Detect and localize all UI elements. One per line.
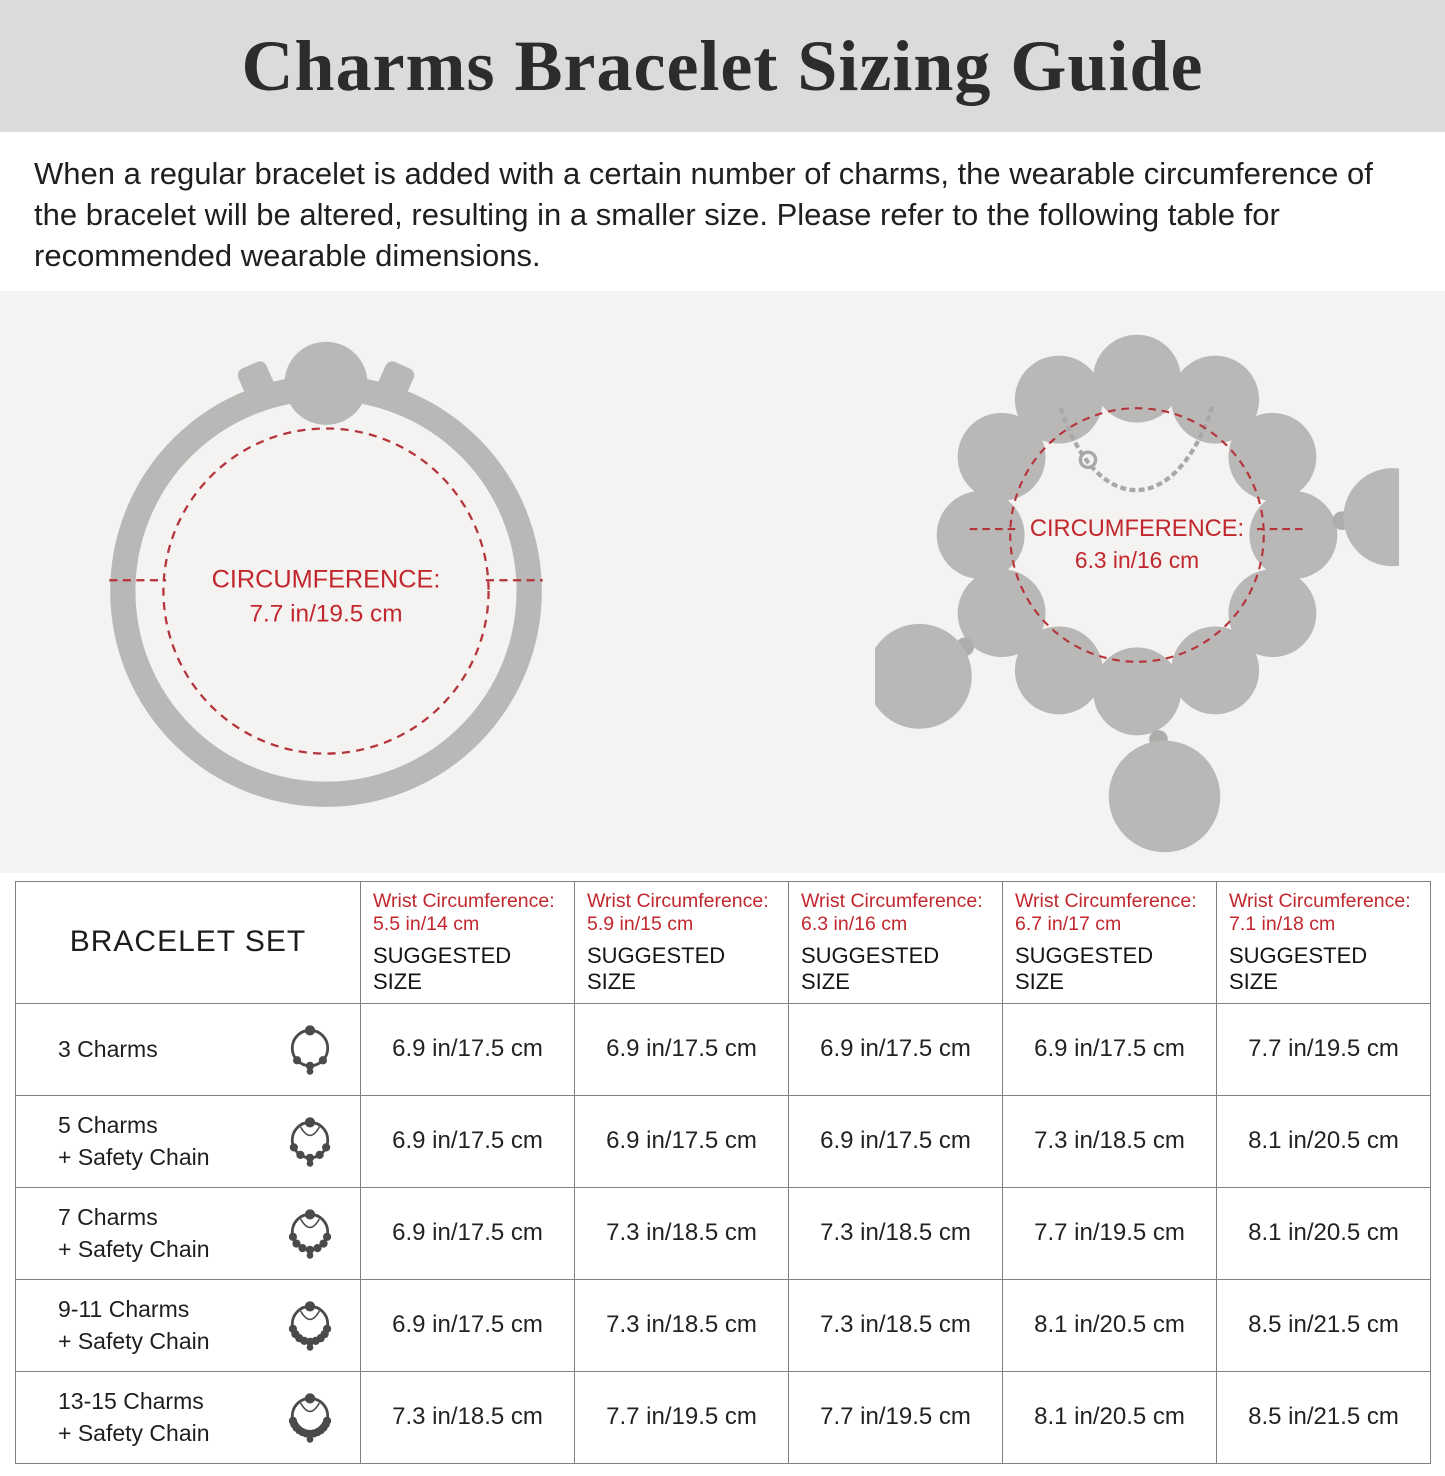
suggested-size-cell: 7.3 in/18.5 cm bbox=[788, 1186, 1003, 1280]
suggested-size-cell: 7.3 in/18.5 cm bbox=[360, 1370, 575, 1464]
suggested-size-cell: 8.1 in/20.5 cm bbox=[1002, 1370, 1217, 1464]
safety-chain bbox=[1058, 403, 1216, 493]
bracelet-icon bbox=[288, 1209, 332, 1259]
suggested-size-label: SUGGESTED SIZE bbox=[587, 942, 726, 994]
wrist-column-header: Wrist Circumference:7.1 in/18 cm SUGGESTE… bbox=[1216, 880, 1431, 1004]
charm-bracelet-svg: CIRCUMFERENCE: 6.3 in/16 cm bbox=[875, 334, 1399, 853]
suggested-size-cell: 8.5 in/21.5 cm bbox=[1216, 1370, 1431, 1464]
suggested-size-cell: 6.9 in/17.5 cm bbox=[788, 1002, 1003, 1096]
plain-circumference-label: CIRCUMFERENCE: bbox=[212, 565, 441, 593]
bracelet-set-cell: 3 Charms bbox=[15, 1002, 361, 1096]
bracelet-set-cell: 7 Charms + Safety Chain bbox=[15, 1186, 361, 1280]
suggested-size-cell: 6.9 in/17.5 cm bbox=[360, 1278, 575, 1372]
bracelet-set-cell: 13-15 Charms + Safety Chain bbox=[15, 1370, 361, 1464]
plain-circumference-value: 7.7 in/19.5 cm bbox=[249, 600, 402, 627]
charms-circumference-value: 6.3 in/16 cm bbox=[1075, 547, 1199, 573]
page-title: Charms Bracelet Sizing Guide bbox=[241, 25, 1204, 106]
suggested-size-cell: 7.7 in/19.5 cm bbox=[574, 1370, 789, 1464]
charms-count: 7 Charms bbox=[58, 1204, 158, 1231]
wrist-circumference-value: 7.1 in/18 cm bbox=[1229, 912, 1336, 935]
safety-chain-clasp bbox=[1078, 450, 1098, 470]
bracelet-icon bbox=[289, 1117, 331, 1167]
suggested-size-cell: 6.9 in/17.5 cm bbox=[574, 1002, 789, 1096]
plain-bracelet-svg: CIRCUMFERENCE: 7.7 in/19.5 cm bbox=[109, 341, 543, 807]
suggested-size-cell: 7.3 in/18.5 cm bbox=[788, 1278, 1003, 1372]
plain-bracelet-diagram: CIRCUMFERENCE: 7.7 in/19.5 cm bbox=[46, 293, 606, 871]
wrist-circumference-value: 5.9 in/15 cm bbox=[587, 912, 694, 935]
charms-count: 5 Charms bbox=[58, 1112, 158, 1139]
charms-count: 3 Charms bbox=[58, 1036, 158, 1063]
suggested-size-cell: 7.7 in/19.5 cm bbox=[788, 1370, 1003, 1464]
suggested-size-label: SUGGESTED SIZE bbox=[373, 942, 512, 994]
bracelet-set-cell: 5 Charms + Safety Chain bbox=[15, 1094, 361, 1188]
suggested-size-cell: 7.3 in/18.5 cm bbox=[574, 1186, 789, 1280]
bracelet-set-label: 3 Charms bbox=[58, 1033, 158, 1065]
suggested-size-cell: 8.1 in/20.5 cm bbox=[1002, 1278, 1217, 1372]
suggested-size-cell: 6.9 in/17.5 cm bbox=[574, 1094, 789, 1188]
table-header-row: BRACELET SET Wrist Circumference:5.5 in/… bbox=[15, 880, 1431, 1004]
suggested-size-cell: 6.9 in/17.5 cm bbox=[360, 1094, 575, 1188]
wrist-circumference-value: 5.5 in/14 cm bbox=[373, 912, 480, 935]
suggested-size-cell: 6.9 in/17.5 cm bbox=[360, 1186, 575, 1280]
suggested-size-cell: 7.3 in/18.5 cm bbox=[574, 1278, 789, 1372]
suggested-size-cell: 6.9 in/17.5 cm bbox=[788, 1094, 1003, 1188]
suggested-size-cell: 7.7 in/19.5 cm bbox=[1216, 1002, 1431, 1096]
wrist-column-header: Wrist Circumference:6.3 in/16 cm SUGGESTE… bbox=[788, 880, 1003, 1004]
wrist-column-header: Wrist Circumference:5.9 in/15 cm SUGGESTE… bbox=[574, 880, 789, 1004]
wrist-circumference-value: 6.7 in/17 cm bbox=[1015, 912, 1122, 935]
charms-count: 13-15 Charms bbox=[58, 1388, 204, 1415]
bracelet-ring bbox=[110, 341, 542, 807]
suggested-size-cell: 8.1 in/20.5 cm bbox=[1216, 1094, 1431, 1188]
suggested-size-cell: 8.5 in/21.5 cm bbox=[1216, 1278, 1431, 1372]
wrist-circumference-label: Wrist Circumference: bbox=[1229, 889, 1411, 912]
bracelet-icon bbox=[290, 1025, 330, 1075]
charm-bracelet-diagram: CIRCUMFERENCE: 6.3 in/16 cm bbox=[875, 294, 1399, 869]
suggested-size-label: SUGGESTED SIZE bbox=[1229, 942, 1368, 994]
wrist-circumference-value: 6.3 in/16 cm bbox=[801, 912, 908, 935]
safety-chain-note: + Safety Chain bbox=[58, 1144, 210, 1171]
bracelet-set-header: BRACELET SET bbox=[15, 880, 361, 1004]
charms-circumference-label: CIRCUMFERENCE: bbox=[1030, 516, 1244, 542]
suggested-size-cell: 7.3 in/18.5 cm bbox=[1002, 1094, 1217, 1188]
suggested-size-cell: 6.9 in/17.5 cm bbox=[1002, 1002, 1217, 1096]
suggested-size-cell: 8.1 in/20.5 cm bbox=[1216, 1186, 1431, 1280]
wrist-column-header: Wrist Circumference:6.7 in/17 cm SUGGESTE… bbox=[1002, 880, 1217, 1004]
charms-count: 9-11 Charms bbox=[58, 1296, 190, 1323]
safety-chain-note: + Safety Chain bbox=[58, 1420, 210, 1447]
charm-beads bbox=[875, 334, 1399, 853]
table-row: 13-15 Charms + Safety Chain 7.3 in/18.5 cm… bbox=[15, 1370, 1431, 1464]
circumference-dashed-circle bbox=[109, 427, 543, 755]
wrist-column-header: Wrist Circumference:5.5 in/14 cm SUGGESTE… bbox=[360, 880, 575, 1004]
bracelet-icon bbox=[288, 1393, 332, 1443]
wrist-circumference-label: Wrist Circumference: bbox=[373, 889, 555, 912]
bracelet-set-cell: 9-11 Charms + Safety Chain bbox=[15, 1278, 361, 1372]
suggested-size-cell: 7.7 in/19.5 cm bbox=[1002, 1186, 1217, 1280]
intro-text: When a regular bracelet is added with a … bbox=[34, 156, 1373, 273]
wrist-circumference-label: Wrist Circumference: bbox=[801, 889, 983, 912]
wrist-circumference-label: Wrist Circumference: bbox=[1015, 889, 1197, 912]
suggested-size-label: SUGGESTED SIZE bbox=[801, 942, 940, 994]
safety-chain-note: + Safety Chain bbox=[58, 1236, 210, 1263]
wrist-circumference-label: Wrist Circumference: bbox=[587, 889, 769, 912]
bracelet-set-label: 13-15 Charms + Safety Chain bbox=[58, 1385, 210, 1449]
diagrams-section: CIRCUMFERENCE: 7.7 in/19.5 cm CIRCUMFERE… bbox=[0, 290, 1445, 873]
sizing-table: BRACELET SET Wrist Circumference:5.5 in/… bbox=[15, 880, 1431, 1464]
bracelet-set-label: 5 Charms + Safety Chain bbox=[58, 1109, 210, 1173]
safety-chain-note: + Safety Chain bbox=[58, 1328, 210, 1355]
suggested-size-label: SUGGESTED SIZE bbox=[1015, 942, 1154, 994]
bracelet-set-label: 9-11 Charms + Safety Chain bbox=[58, 1293, 210, 1357]
bracelet-set-label: 7 Charms + Safety Chain bbox=[58, 1201, 210, 1265]
suggested-size-cell: 6.9 in/17.5 cm bbox=[360, 1002, 575, 1096]
header-banner: Charms Bracelet Sizing Guide bbox=[0, 0, 1445, 132]
bracelet-icon bbox=[288, 1301, 332, 1351]
